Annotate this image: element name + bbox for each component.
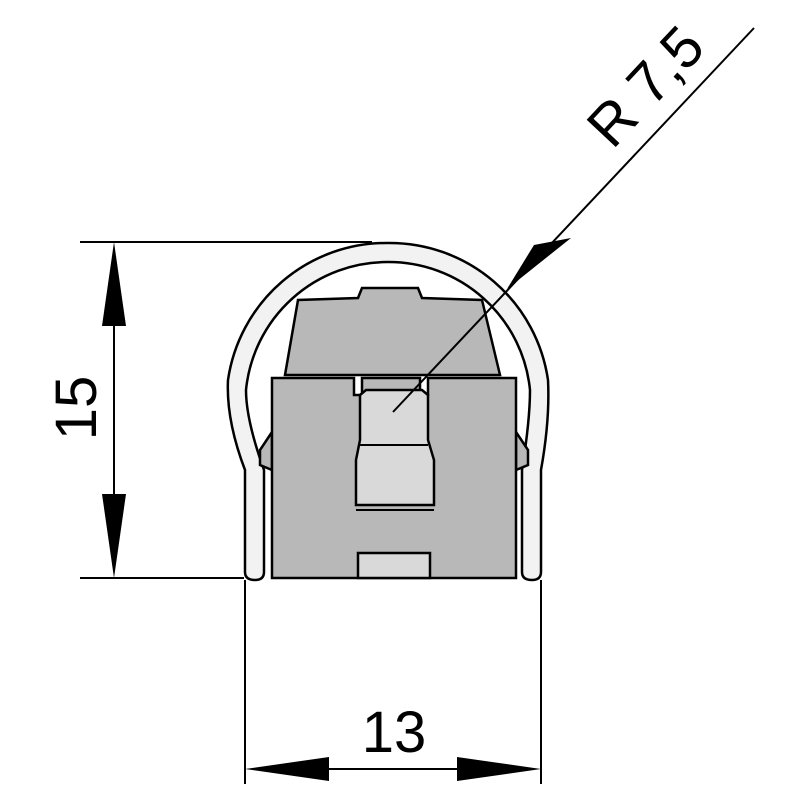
height-arrow-bottom — [102, 494, 126, 578]
radius-leader-line — [392, 27, 755, 413]
bottom-notch — [356, 551, 432, 580]
radius-label: R 7,5 — [575, 14, 717, 160]
insert-slot — [354, 388, 436, 507]
height-label: 15 — [44, 376, 109, 441]
top-cap — [283, 286, 502, 377]
height-arrow-top — [102, 242, 126, 326]
left-tab — [258, 427, 274, 472]
width-label: 13 — [362, 700, 427, 765]
cover-profile — [226, 241, 550, 582]
radius-arrow — [507, 238, 571, 289]
width-arrow-right — [457, 757, 541, 781]
width-arrow-left — [245, 757, 329, 781]
